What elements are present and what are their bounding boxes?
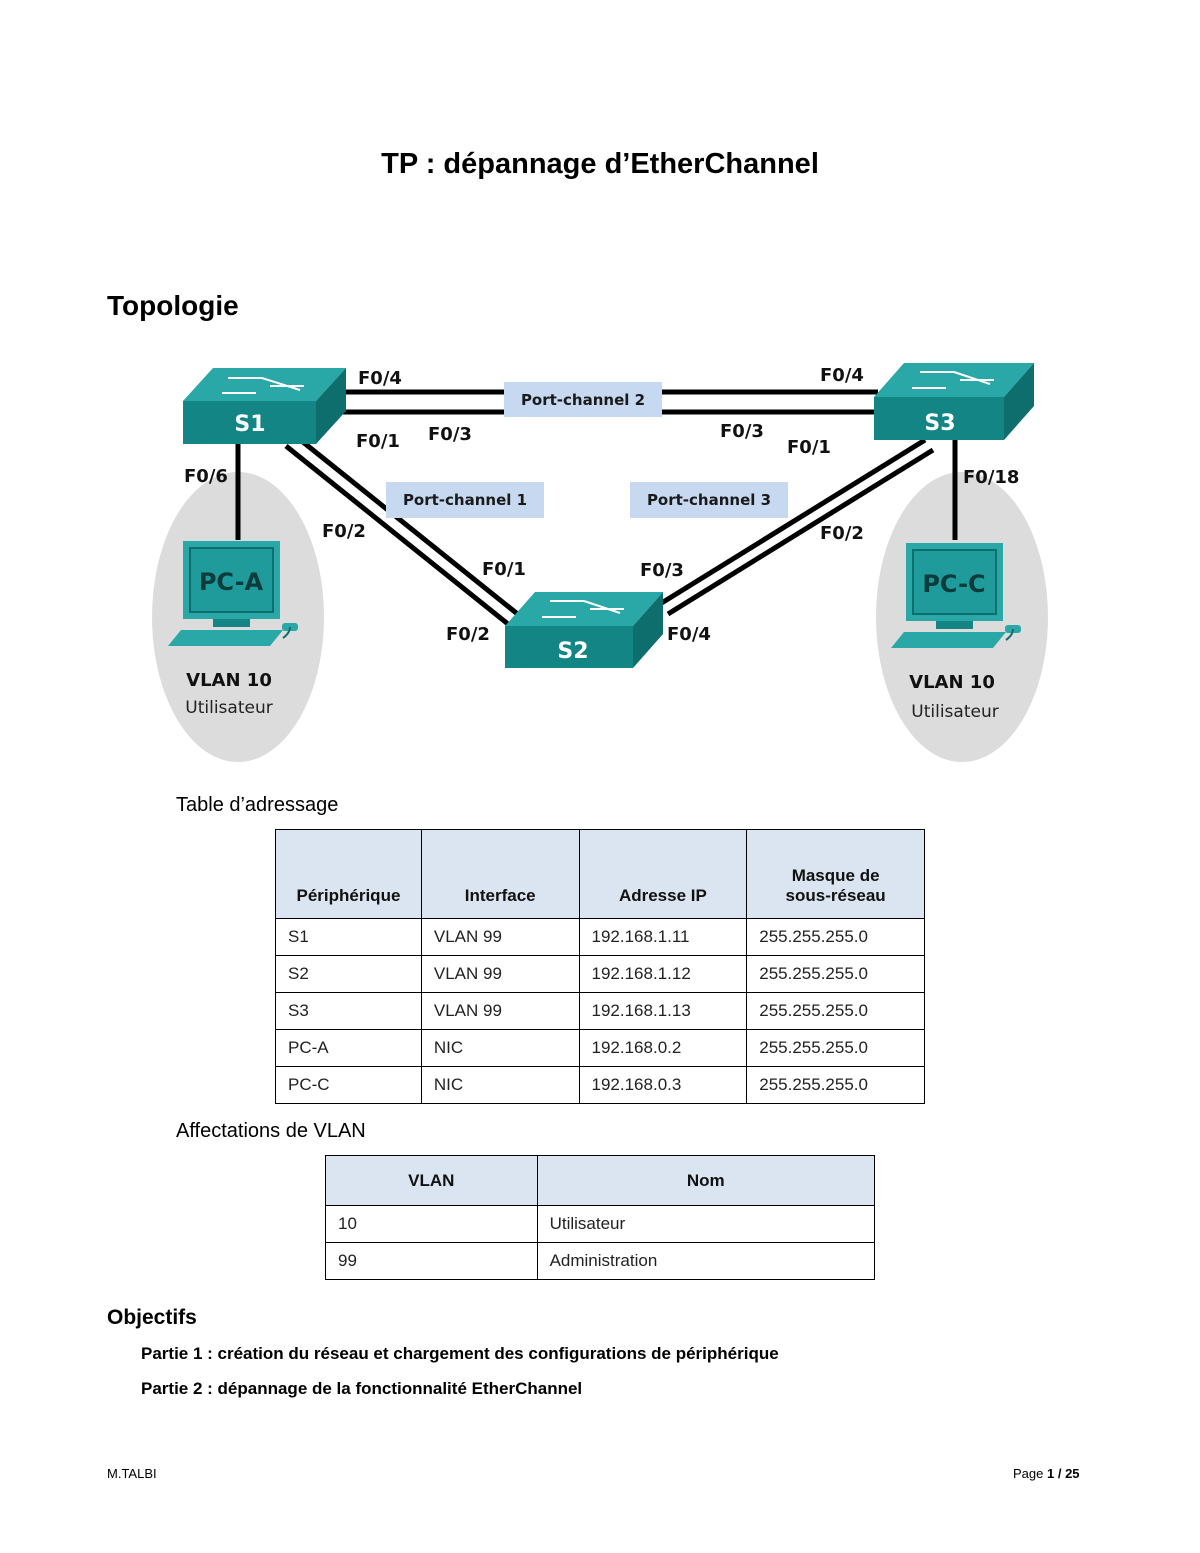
vlan-a-name: Utilisateur: [185, 698, 272, 718]
column-header: Nom: [536, 1155, 876, 1206]
table-cell: NIC: [420, 1029, 580, 1067]
table-header-row: Périphérique Interface Adresse IP Masque…: [275, 829, 925, 919]
link-s2-s3-f04: [666, 447, 935, 617]
vlan-a-number: VLAN 10: [186, 670, 272, 691]
port-label: F0/2: [322, 521, 366, 542]
table-cell: 99: [325, 1242, 538, 1280]
pc-c-label: PC-C: [922, 570, 985, 598]
port-label: F0/2: [446, 624, 490, 645]
port-label: F0/3: [640, 560, 684, 581]
current-page: 1: [1046, 1466, 1055, 1481]
vlan-table-heading: Affectations de VLAN: [176, 1120, 366, 1142]
table-cell: 255.255.255.0: [746, 992, 925, 1030]
port-label: F0/2: [820, 523, 864, 544]
switch-s2: S2: [505, 592, 663, 668]
switch-s3: S3: [874, 363, 1034, 440]
switch-s1: S1: [183, 368, 346, 444]
table-cell: 192.168.0.3: [578, 1066, 748, 1104]
table-cell: S2: [275, 955, 422, 993]
table-cell: Administration: [536, 1242, 876, 1280]
links: [235, 389, 958, 630]
topology-diagram: S1 S3 S2 PC-A VLAN 10 Utilisateur: [152, 363, 1048, 762]
table-row: S1 VLAN 99 192.168.1.11 255.255.255.0: [275, 918, 925, 956]
table-cell: 192.168.1.11: [578, 918, 748, 956]
table-cell: 255.255.255.0: [746, 955, 925, 993]
port-channel-3-label: Port-channel 3: [647, 491, 771, 509]
table-cell: S3: [275, 992, 422, 1030]
switch-s3-label: S3: [924, 411, 955, 436]
total-pages: 25: [1065, 1466, 1080, 1481]
port-label: F0/1: [787, 437, 831, 458]
footer-page-number: Page 1 / 25: [1013, 1466, 1080, 1481]
port-label: F0/18: [963, 467, 1019, 488]
port-label: F0/1: [482, 559, 526, 580]
switch-s1-label: S1: [234, 412, 265, 437]
pc-a-label: PC-A: [199, 568, 264, 596]
port-channel-1-box: Port-channel 1: [386, 482, 544, 518]
vlan-c-name: Utilisateur: [911, 702, 998, 722]
column-header: Interface: [420, 829, 580, 919]
pc-a: PC-A: [168, 541, 298, 646]
port-label: F0/6: [184, 466, 228, 487]
link-s1-s2-f02: [284, 444, 515, 630]
table-cell: PC-A: [275, 1029, 422, 1067]
table-cell: 192.168.1.12: [578, 955, 748, 993]
table-header-row: VLAN Nom: [325, 1155, 876, 1206]
port-label: F0/3: [720, 421, 764, 442]
port-channel-3-box: Port-channel 3: [630, 482, 788, 518]
port-channel-2-box: Port-channel 2: [504, 382, 662, 417]
pc-c: PC-C: [891, 543, 1021, 648]
footer-author: M.TALBI: [107, 1466, 157, 1481]
port-label: F0/4: [820, 365, 864, 386]
port-channel-2-label: Port-channel 2: [521, 391, 645, 409]
topology-heading: Topologie: [107, 290, 239, 321]
table-cell: 10: [325, 1205, 538, 1243]
table-cell: Utilisateur: [536, 1205, 876, 1243]
table-cell: S1: [275, 918, 422, 956]
table-row: PC-C NIC 192.168.0.3 255.255.255.0: [275, 1066, 925, 1104]
vlan-c-number: VLAN 10: [909, 672, 995, 693]
table-row: S3 VLAN 99 192.168.1.13 255.255.255.0: [275, 992, 925, 1030]
objective-item: Partie 1 : création du réseau et chargem…: [141, 1344, 779, 1363]
objectives-heading: Objectifs: [107, 1306, 197, 1329]
table-cell: 255.255.255.0: [746, 1066, 925, 1104]
table-cell: PC-C: [275, 1066, 422, 1104]
port-channel-1-label: Port-channel 1: [403, 491, 527, 509]
table-cell: 192.168.0.2: [578, 1029, 748, 1067]
document-title: TP : dépannage d’EtherChannel: [381, 148, 819, 180]
table-cell: VLAN 99: [420, 918, 580, 956]
table-cell: 255.255.255.0: [746, 918, 925, 956]
table-cell: NIC: [420, 1066, 580, 1104]
port-label: F0/4: [358, 368, 402, 389]
column-header: Adresse IP: [578, 829, 748, 919]
link-s2-s3-f03: [658, 437, 927, 607]
addressing-table-heading: Table d’adressage: [176, 794, 339, 816]
table-row: PC-A NIC 192.168.0.2 255.255.255.0: [275, 1029, 925, 1067]
addressing-table: Périphérique Interface Adresse IP Masque…: [275, 829, 925, 1104]
table-cell: 255.255.255.0: [746, 1029, 925, 1067]
table-row: S2 VLAN 99 192.168.1.12 255.255.255.0: [275, 955, 925, 993]
port-label: F0/1: [356, 431, 400, 452]
column-header: VLAN: [325, 1155, 538, 1206]
column-header: Masque de sous-réseau: [746, 829, 925, 919]
link-s1-s2-f01: [296, 436, 527, 622]
table-row: 99 Administration: [325, 1242, 876, 1280]
vlan-table: VLAN Nom 10 Utilisateur 99 Administratio…: [325, 1155, 876, 1280]
table-cell: VLAN 99: [420, 955, 580, 993]
objective-item: Partie 2 : dépannage de la fonctionnalit…: [141, 1379, 583, 1398]
page-prefix: Page: [1013, 1466, 1047, 1481]
column-header: Périphérique: [275, 829, 422, 919]
switch-s2-label: S2: [557, 639, 588, 664]
page-separator: /: [1054, 1466, 1066, 1481]
port-label: F0/3: [428, 424, 472, 445]
table-cell: 192.168.1.13: [578, 992, 748, 1030]
table-cell: VLAN 99: [420, 992, 580, 1030]
port-label: F0/4: [667, 624, 711, 645]
table-row: 10 Utilisateur: [325, 1205, 876, 1243]
